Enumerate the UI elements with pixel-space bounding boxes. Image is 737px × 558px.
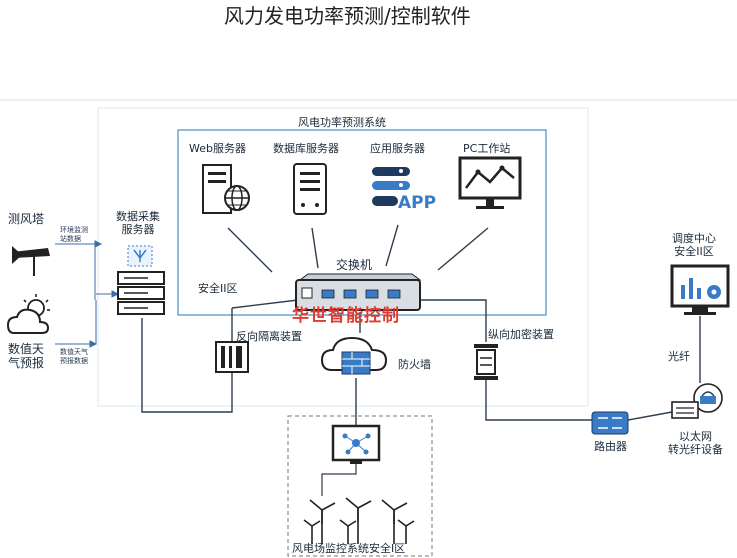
router-icon [591,411,629,435]
forecast-label: 数值天 气预报 [8,342,45,371]
pc-workstation-icon [458,156,522,209]
wind-turbine-icon [381,499,415,544]
web-server-label: Web服务器 [189,142,246,155]
router-label: 路由器 [594,440,627,453]
page-title: 风力发电功率预测/控制软件 [224,4,471,28]
vertical-encryption-label: 纵向加密装置 [488,328,554,341]
reverse-isolation-icon [215,341,249,373]
pc-workstation-label: PC工作站 [463,142,511,155]
app-server-label: 应用服务器 [370,142,425,155]
web-server-icon [202,164,250,214]
wind-turbine-icon [303,499,336,544]
vertical-encryption-icon [474,344,498,380]
database-server-icon [293,163,327,215]
prediction-system-box [177,129,547,316]
weather-forecast-icon [6,294,50,334]
anemometer-data-label: 环境监测 站数据 [60,226,88,243]
firewall-icon [320,336,388,375]
system-label: 风电功率预测系统 [298,116,386,129]
ethernet-converter-icon [671,383,723,419]
farm-links [321,464,357,496]
zone2-label: 安全II区 [198,282,238,295]
forecast-data-label: 数值天气 预报数据 [60,348,88,365]
input-arrows [55,240,120,348]
anemometer-label: 测风塔 [8,212,45,226]
collector-label: 数据采集 服务器 [116,210,160,237]
ethernet-converter-label: 以太网 转光纤设备 [668,430,723,457]
db-server-label: 数据库服务器 [273,142,339,155]
watermark: 华世智能控制 [292,306,400,326]
dispatch-label: 调度中心 安全II区 [672,232,716,259]
app-icon-text: APP [398,193,437,213]
switch-icon [295,273,422,311]
farm-monitor-box [287,415,433,557]
firewall-label: 防火墙 [398,358,431,371]
anemometer-icon [12,246,50,276]
farm-monitor-label: 风电场监控系统安全I区 [292,542,406,555]
wind-turbine-icon [339,497,372,544]
fiber-label: 光纤 [668,350,690,363]
collector-server-icon [117,245,165,315]
dispatch-monitor-icon [670,264,730,315]
outer-region [97,107,589,407]
app-server-icon [372,167,410,206]
switch-label: 交换机 [336,258,373,272]
reverse-isolation-label: 反向隔离装置 [236,330,302,343]
farm-network-icon [331,424,381,464]
connection-lines [141,224,701,425]
